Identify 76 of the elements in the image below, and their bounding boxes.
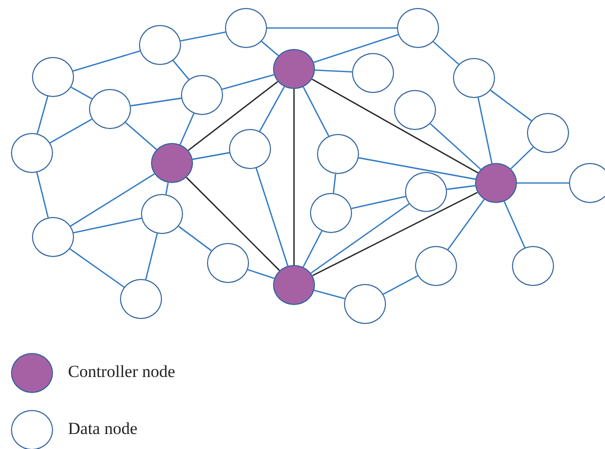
connection-line: [351, 196, 406, 210]
data-node-circle: [120, 279, 162, 319]
connection-line: [261, 40, 279, 56]
legend-label: Controller node: [68, 362, 176, 382]
connection-line: [332, 174, 336, 194]
connection-line: [302, 86, 330, 136]
data-node-circle: [405, 172, 447, 212]
connection-line: [504, 201, 526, 248]
data-node-circle: [229, 129, 271, 169]
data-node-circle: [225, 8, 267, 48]
connection-line: [70, 173, 155, 227]
connection-line: [432, 41, 460, 65]
connection-line: [314, 34, 398, 64]
connection-line: [293, 89, 295, 265]
data-node-circle: [89, 89, 131, 129]
data-node-circle: [527, 113, 569, 153]
connection-line: [510, 146, 534, 170]
connection-line: [188, 81, 278, 151]
connection-line: [430, 123, 482, 170]
connection-line: [70, 86, 92, 100]
connection-line: [125, 122, 157, 150]
connection-line: [267, 27, 397, 29]
data-node-circle: [397, 8, 439, 48]
connection-line: [314, 69, 352, 73]
connection-line: [248, 268, 274, 280]
connection-line: [447, 199, 485, 250]
connection-line: [130, 98, 182, 106]
data-node-circle: [394, 90, 436, 130]
connection-line: [70, 248, 124, 288]
connection-line: [310, 203, 410, 274]
data-node-circle: [141, 194, 183, 234]
connection-line: [314, 290, 345, 300]
connection-line: [172, 60, 190, 80]
connection-line: [36, 172, 49, 218]
data-node-circle: [207, 243, 249, 283]
connection-line: [36, 96, 48, 134]
connection-line: [186, 177, 280, 271]
connection-line: [165, 182, 169, 194]
data-node-circle: [11, 133, 53, 173]
connection-line: [178, 226, 212, 252]
data-node-circle: [317, 134, 359, 174]
connection-line: [180, 31, 226, 42]
data-node-circle: [344, 284, 386, 324]
data-node-circle: [512, 246, 554, 286]
connection-line: [222, 74, 274, 90]
connection-line: [180, 113, 194, 145]
connection-line: [73, 218, 142, 234]
connection-line: [383, 275, 418, 295]
connection-line: [446, 185, 476, 190]
connection-line: [517, 182, 569, 184]
data-node-circle: [352, 53, 394, 93]
connection-line: [145, 233, 158, 280]
controller-node-circle: [273, 49, 315, 89]
connection-line: [312, 192, 478, 276]
data-node-circle: [569, 163, 605, 203]
data-node-circle: [32, 57, 74, 97]
controller-node-circle: [475, 163, 517, 203]
legend-label: Data node: [68, 419, 138, 439]
connection-line: [490, 90, 532, 122]
data-node-circle: [181, 75, 223, 115]
connection-line: [50, 118, 92, 144]
connection-line: [256, 168, 288, 266]
data-node-circle: [415, 246, 457, 286]
data-node-circle: [32, 217, 74, 257]
controller-node-circle: [273, 265, 315, 305]
connection-line: [302, 230, 322, 268]
data-node-circle: [310, 193, 352, 233]
connection-line: [259, 86, 285, 132]
connection-line: [72, 50, 140, 72]
connection-line: [312, 78, 478, 174]
connection-line: [477, 97, 493, 164]
controller-node-circle: [151, 143, 193, 183]
connection-line: [358, 157, 476, 180]
data-node-circle: [139, 25, 181, 65]
data-node-circle: [453, 58, 495, 98]
connection-line: [192, 152, 230, 160]
